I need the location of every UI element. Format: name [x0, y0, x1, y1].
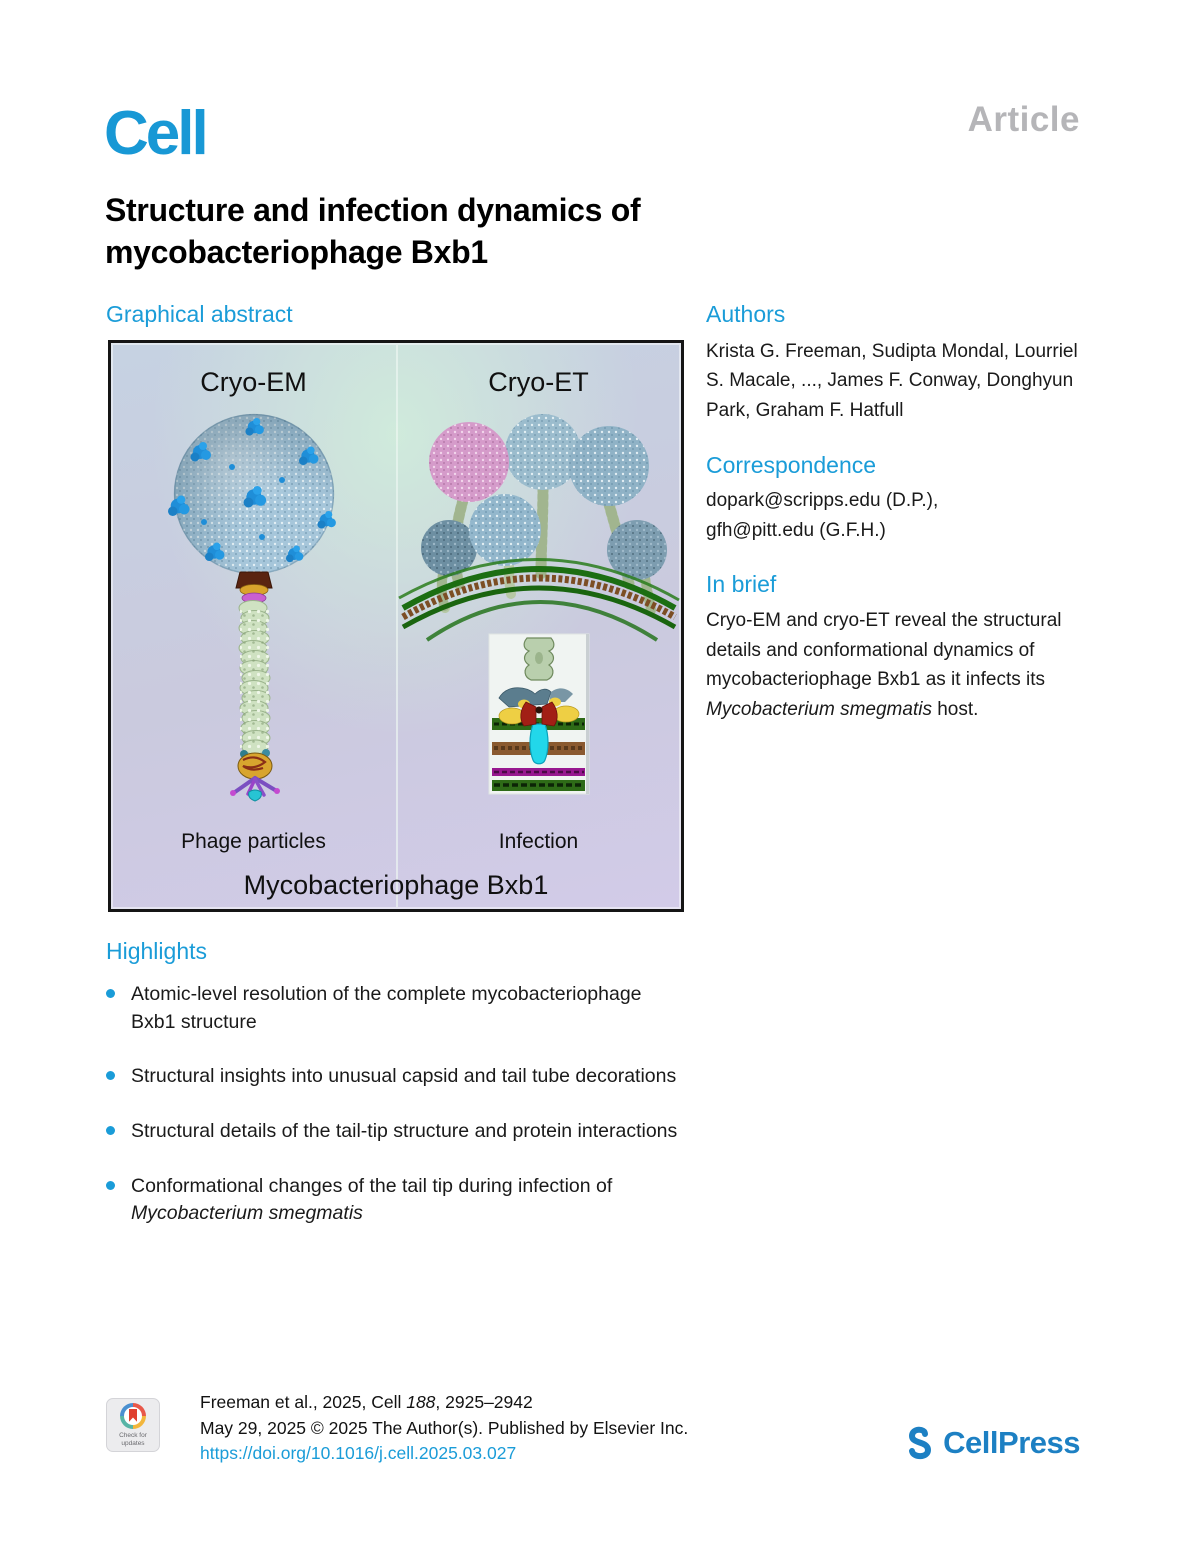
in-brief-heading: In brief	[706, 571, 777, 598]
paper-title: Structure and infection dynamics of myco…	[105, 192, 641, 270]
graphical-abstract-heading: Graphical abstract	[106, 301, 293, 327]
highlight-text-4: Conformational changes of the tail tip d…	[131, 1174, 613, 1197]
in-brief-species: Mycobacterium smegmatis	[706, 698, 932, 720]
highlight-text-1: Atomic-level resolution of the complete …	[131, 983, 642, 1033]
panel-divider	[396, 345, 398, 907]
highlight-text-2: Structural insights into unusual capsid …	[131, 1065, 677, 1088]
cryo-em-title: Cryo-EM	[200, 367, 307, 397]
highlight-item: Structural insights into unusual capsid …	[106, 1063, 716, 1091]
phage-particle-illustration	[167, 413, 336, 802]
correspondence-email-2[interactable]: gfh@pitt.edu (G.F.H.)	[706, 519, 886, 541]
cell-membrane	[397, 558, 680, 642]
bullet-icon	[106, 1126, 115, 1136]
mycobacteriophage-caption: Mycobacteriophage Bxb1	[243, 870, 549, 900]
check-for-updates-badge[interactable]: Check for updates	[106, 1398, 160, 1452]
cryo-et-title: Cryo-ET	[488, 367, 589, 397]
highlight-text-3: Structural details of the tail-tip struc…	[131, 1120, 678, 1143]
in-brief-text-after: host.	[931, 698, 979, 720]
in-brief-text: Cryo-EM and cryo-ET reveal the structura…	[706, 606, 1098, 724]
highlight-italic-4: Mycobacterium smegmatis	[131, 1202, 363, 1225]
phage-capsids	[420, 414, 667, 580]
bullet-icon	[106, 1180, 115, 1190]
highlight-item: Conformational changes of the tail tip d…	[106, 1173, 716, 1228]
phage-particles-caption: Phage particles	[181, 830, 326, 853]
phage-tail-tip	[229, 749, 280, 802]
authors-names: Krista G. Freeman, Sudipta Mondal, Lourr…	[706, 341, 1078, 421]
citation-block: Freeman et al., 2025, Cell 188, 2925–294…	[200, 1390, 688, 1467]
publication-line: May 29, 2025 © 2025 The Author(s). Publi…	[200, 1417, 689, 1438]
info-column: Authors Krista G. Freeman, Sudipta Monda…	[706, 301, 1098, 724]
cell-journal-logo: Cell	[104, 99, 209, 168]
correspondence-email-1[interactable]: dopark@scripps.edu (D.P.),	[706, 490, 939, 512]
bookmark-icon	[129, 1408, 137, 1422]
phage-tail-tube	[238, 600, 270, 755]
article-type-label: Article	[967, 100, 1080, 139]
infection-inset	[488, 633, 589, 795]
bullet-icon	[106, 1071, 115, 1081]
graphical-abstract-box: Cryo-EM	[108, 340, 684, 912]
citation-line: Freeman et al., 2025, Cell 188, 2925–294…	[200, 1392, 533, 1412]
cryo-et-tomogram-illustration	[397, 414, 680, 795]
citation-volume: 188	[406, 1392, 436, 1412]
crossmark-ring-icon	[120, 1402, 146, 1429]
cryo-em-panel: Cryo-EM	[111, 343, 396, 802]
highlights-heading: Highlights	[106, 938, 207, 964]
cellpress-icon	[909, 1426, 932, 1460]
cellpress-text: CellPress	[943, 1425, 1080, 1460]
check-for-updates-label: Check for updates	[119, 1431, 147, 1447]
phage-capsid	[167, 413, 336, 575]
in-brief-text-before: Cryo-EM and cryo-ET reveal the structura…	[706, 610, 1062, 691]
highlights-section: Highlights Atomic-level resolution of th…	[106, 938, 716, 1255]
infection-caption: Infection	[498, 830, 579, 853]
doi-link[interactable]: https://doi.org/10.1016/j.cell.2025.03.0…	[200, 1443, 517, 1464]
highlight-item: Structural details of the tail-tip struc…	[106, 1118, 716, 1146]
phage-collar	[234, 571, 273, 604]
authors-heading: Authors	[706, 301, 786, 327]
graphical-abstract-panels: Cryo-EM	[111, 343, 681, 802]
cryo-et-panel: Cryo-ET	[396, 343, 681, 802]
highlights-list: Atomic-level resolution of the complete …	[106, 981, 716, 1228]
bullet-icon	[106, 989, 115, 998]
cellpress-logo: CellPress	[898, 1424, 1080, 1462]
correspondence-heading: Correspondence	[706, 452, 877, 479]
highlight-item: Atomic-level resolution of the complete …	[106, 981, 716, 1036]
